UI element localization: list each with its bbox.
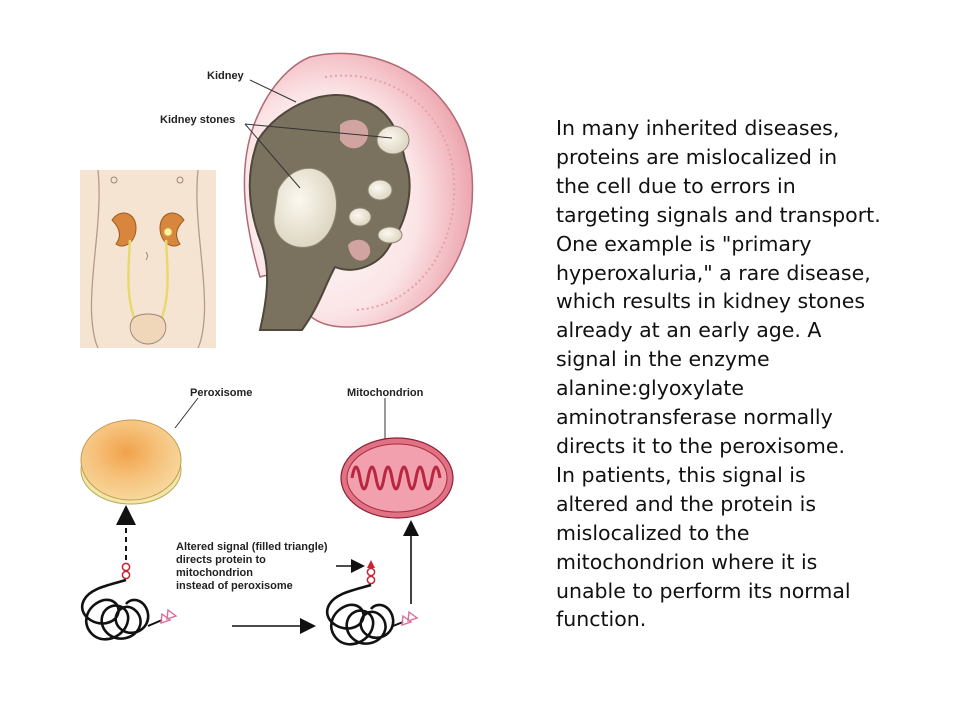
- annotation-line: directs protein to: [176, 554, 266, 566]
- normal-signal-open-triangles: [160, 608, 178, 625]
- explanatory-paragraph: In many inherited diseases, proteins are…: [556, 114, 951, 634]
- protein-coil-altered: [325, 583, 395, 646]
- altered-signal-open-triangles: [401, 610, 419, 627]
- annotation-line: mitochondrion: [176, 567, 253, 579]
- paragraph-line: signal in the enzyme: [556, 347, 770, 372]
- peroxisome-label: Peroxisome: [190, 387, 253, 399]
- paragraph-line: already at an early age. A: [556, 318, 822, 343]
- annotation-line: Altered signal (filled triangle): [176, 541, 328, 553]
- peroxisome-illustration: [80, 419, 182, 505]
- paragraph-line: the cell due to errors in: [556, 173, 796, 198]
- paragraph-line: hyperoxaluria," a rare disease,: [556, 260, 871, 285]
- kidney-stones-label: Kidney stones: [160, 114, 236, 126]
- altered-signal-annotation: Altered signal (filled triangle) directs…: [176, 541, 328, 593]
- paragraph-line: alanine:glyoxylate: [556, 376, 744, 401]
- kidney-cross-section-illustration: [243, 52, 474, 331]
- torso-urinary-tract-illustration: [80, 170, 216, 348]
- paragraph-line: mislocalized to the: [556, 520, 750, 545]
- normal-signal-beads: [121, 562, 131, 580]
- mitochondrion-illustration: [340, 437, 454, 519]
- kidney-label: Kidney: [207, 70, 244, 82]
- paragraph-line: mitochondrion where it is: [556, 549, 818, 574]
- paragraph-line: directs it to the peroxisome.: [556, 433, 845, 458]
- paragraph-line: One example is "primary: [556, 231, 812, 256]
- paragraph-line: altered and the protein is: [556, 491, 817, 516]
- paragraph-line: aminotransferase normally: [556, 405, 833, 430]
- paragraph-line: targeting signals and transport.: [556, 202, 881, 227]
- protein-coil-normal: [80, 578, 150, 641]
- annotation-line: instead of peroxisome: [176, 580, 293, 592]
- paragraph-line: unable to perform its normal: [556, 578, 851, 603]
- mitochondrion-label: Mitochondrion: [347, 387, 424, 399]
- paragraph-line: In patients, this signal is: [556, 462, 806, 487]
- paragraph-line: In many inherited diseases,: [556, 116, 840, 140]
- altered-signal-beads: [366, 560, 376, 585]
- paragraph-line: function.: [556, 607, 647, 632]
- paragraph-line: which results in kidney stones: [556, 289, 866, 314]
- paragraph-line: proteins are mislocalized in: [556, 144, 838, 169]
